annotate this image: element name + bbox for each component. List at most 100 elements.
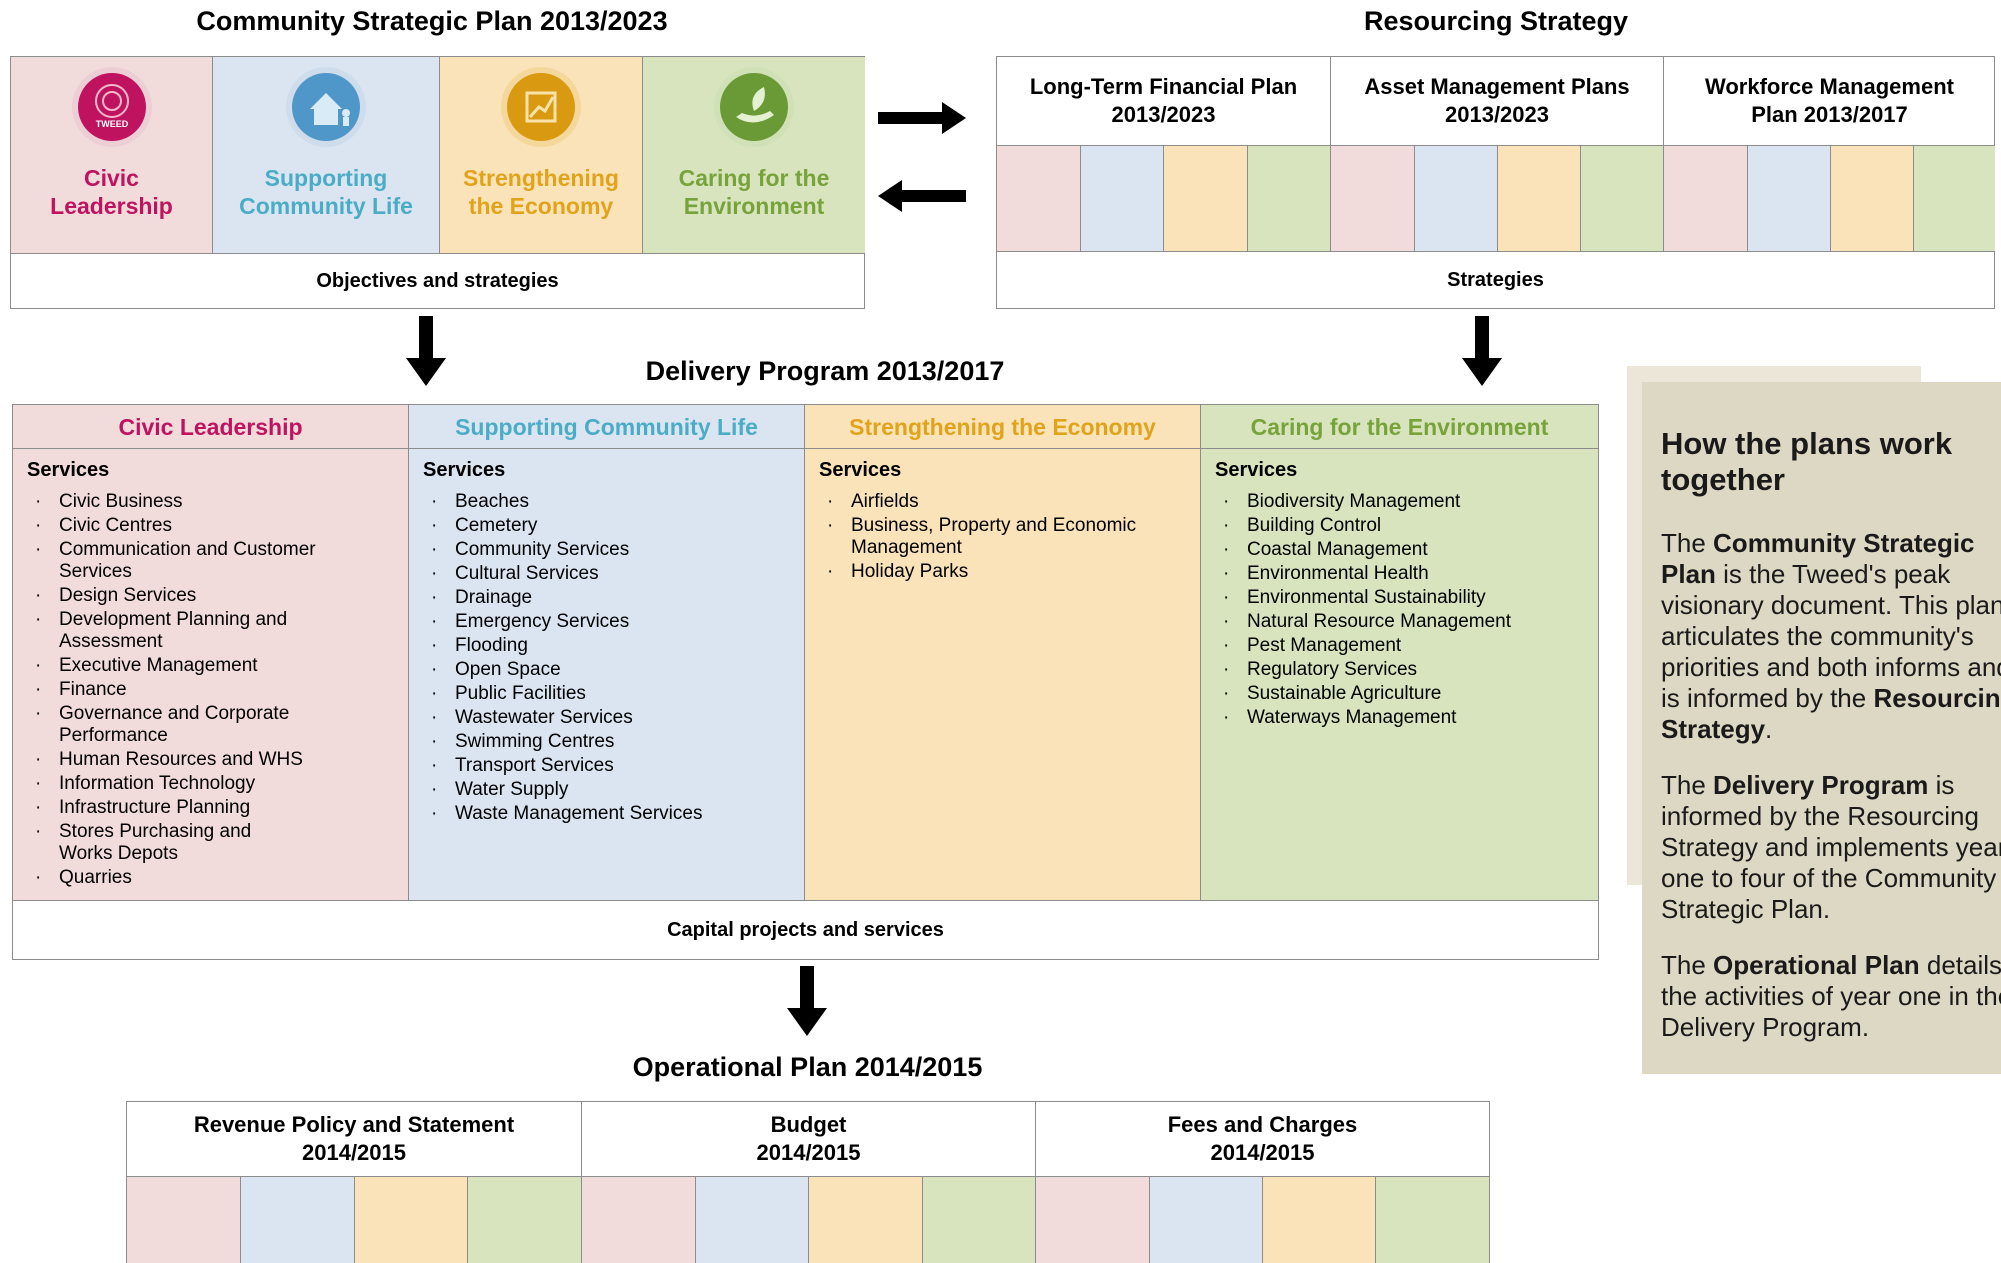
sidebar-title: How the plans work together (1661, 426, 1953, 497)
arrow-down-icon (1462, 316, 1502, 386)
list-item: Environmental Health (1215, 563, 1588, 585)
delivery-title: Delivery Program 2013/2017 (645, 356, 1005, 386)
resourcing-plan-amp: Asset Management Plans 2013/2023 (1331, 57, 1664, 145)
swatch-economy (809, 1177, 923, 1263)
swatch-community (1150, 1177, 1263, 1263)
list-item: Building Control (1215, 515, 1588, 537)
swatch-economy (1263, 1177, 1376, 1263)
hand-leaf-icon (714, 67, 794, 147)
swatch-civic (1664, 146, 1748, 251)
growth-chart-icon (501, 67, 581, 147)
list-item: Drainage (423, 587, 794, 609)
services-heading: Services (423, 459, 506, 481)
swatch-environment (1914, 146, 1995, 251)
arrow-right-icon (878, 102, 966, 134)
resourcing-plan-wmp: Workforce Management Plan 2013/2017 (1705, 74, 1954, 127)
arrow-left-icon (878, 180, 966, 212)
csp-box: TWEED Civic Leadership Supporting Commun… (10, 56, 865, 309)
resourcing-plan-ltfp: Long-Term Financial Plan 2013/2023 (997, 57, 1331, 145)
resourcing-footer: Strategies (1447, 268, 1544, 291)
list-item: Design Services (27, 585, 398, 607)
arrow-down-icon (787, 966, 827, 1036)
list-item: Transport Services (423, 755, 794, 777)
operational-plan-revenue: Revenue Policy and Statement 2014/2015 (127, 1102, 582, 1176)
swatch-civic (582, 1177, 696, 1263)
services-heading: Services (819, 459, 902, 481)
swatch-civic (1036, 1177, 1150, 1263)
services-list: Airfields Business, Property and Economi… (819, 491, 1190, 585)
list-item: Human Resources and WHS (27, 749, 398, 771)
services-heading: Services (27, 459, 110, 481)
csp-pillar-label: Strengthening the Economy (463, 165, 619, 219)
services-heading: Services (1215, 459, 1298, 481)
operational-box: Revenue Policy and Statement 2014/2015 B… (126, 1101, 1490, 1263)
delivery-footer: Capital projects and services (667, 918, 944, 941)
services-list: Beaches Cemetery Community Services Cult… (423, 491, 794, 827)
list-item: Communication and Customer Services (27, 539, 327, 583)
delivery-column-caring-environment: Caring for the Environment Services Biod… (1201, 405, 1598, 900)
list-item: Waste Management Services (423, 803, 794, 825)
column-heading: Supporting Community Life (409, 405, 804, 449)
list-item: Business, Property and Economic Manageme… (819, 515, 1159, 559)
list-item: Cemetery (423, 515, 794, 537)
sidebar-paragraph: The Operational Plan details the activit… (1661, 950, 2001, 1042)
csp-pillar-supporting-community-life: Supporting Community Life (213, 57, 440, 253)
services-list: Biodiversity Management Building Control… (1215, 491, 1588, 731)
operational-plan-fees: Fees and Charges 2014/2015 (1167, 1112, 1358, 1165)
csp-pillar-label: Civic Leadership (50, 165, 173, 219)
list-item: Natural Resource Management (1215, 611, 1588, 633)
list-item: Regulatory Services (1215, 659, 1588, 681)
delivery-column-civic-leadership: Civic Leadership Services Civic Business… (13, 405, 409, 900)
list-item: Water Supply (423, 779, 794, 801)
swatch-environment (1248, 146, 1331, 251)
csp-pillar-strengthening-economy: Strengthening the Economy (440, 57, 643, 253)
list-item: Quarries (27, 867, 398, 889)
list-item: Development Planning and Assessment (27, 609, 317, 653)
civic-seal-text: TWEED (95, 119, 128, 129)
swatch-environment (1581, 146, 1664, 251)
csp-pillar-civic-leadership: TWEED Civic Leadership (11, 57, 213, 253)
swatch-civic (997, 146, 1081, 251)
sidebar-panel: How the plans work together The Communit… (1642, 382, 2001, 1074)
list-item: Flooding (423, 635, 794, 657)
csp-footer: Objectives and strategies (316, 269, 559, 292)
list-item: Information Technology (27, 773, 398, 795)
list-item: Finance (27, 679, 398, 701)
list-item: Civic Business (27, 491, 398, 513)
list-item: Public Facilities (423, 683, 794, 705)
operational-plan-budget: Budget 2014/2015 (582, 1102, 1036, 1176)
delivery-column-supporting-community-life: Supporting Community Life Services Beach… (409, 405, 805, 900)
swatch-community (241, 1177, 355, 1263)
swatch-civic (127, 1177, 241, 1263)
list-item: Community Services (423, 539, 794, 561)
list-item: Swimming Centres (423, 731, 794, 753)
swatch-community (696, 1177, 809, 1263)
list-item: Waterways Management (1215, 707, 1588, 729)
list-item: Sustainable Agriculture (1215, 683, 1588, 705)
swatch-community (1081, 146, 1164, 251)
resourcing-title: Resourcing Strategy (1363, 6, 1629, 36)
list-item: Stores Purchasing and Works Depots (27, 821, 277, 865)
list-item: Open Space (423, 659, 794, 681)
list-item: Infrastructure Planning (27, 797, 398, 819)
list-item: Airfields (819, 491, 1190, 513)
arrow-down-icon (406, 316, 446, 386)
swatch-economy (1831, 146, 1914, 251)
column-heading: Civic Leadership (13, 405, 408, 449)
swatch-economy (1498, 146, 1581, 251)
csp-pillar-caring-environment: Caring for the Environment (643, 57, 865, 253)
list-item: Wastewater Services (423, 707, 794, 729)
csp-pillar-label: Caring for the Environment (678, 165, 830, 219)
swatch-community (1748, 146, 1831, 251)
list-item: Executive Management (27, 655, 398, 677)
list-item: Governance and Corporate Performance (27, 703, 317, 747)
family-house-icon (286, 67, 366, 147)
column-heading: Caring for the Environment (1201, 405, 1598, 449)
sidebar-paragraph: The Delivery Program is informed by the … (1661, 770, 2001, 924)
csp-title: Community Strategic Plan 2013/2023 (196, 6, 668, 36)
swatch-community (1415, 146, 1498, 251)
swatch-environment (1376, 1177, 1489, 1263)
delivery-box: Civic Leadership Services Civic Business… (12, 404, 1599, 960)
list-item: Cultural Services (423, 563, 794, 585)
list-item: Holiday Parks (819, 561, 1190, 583)
